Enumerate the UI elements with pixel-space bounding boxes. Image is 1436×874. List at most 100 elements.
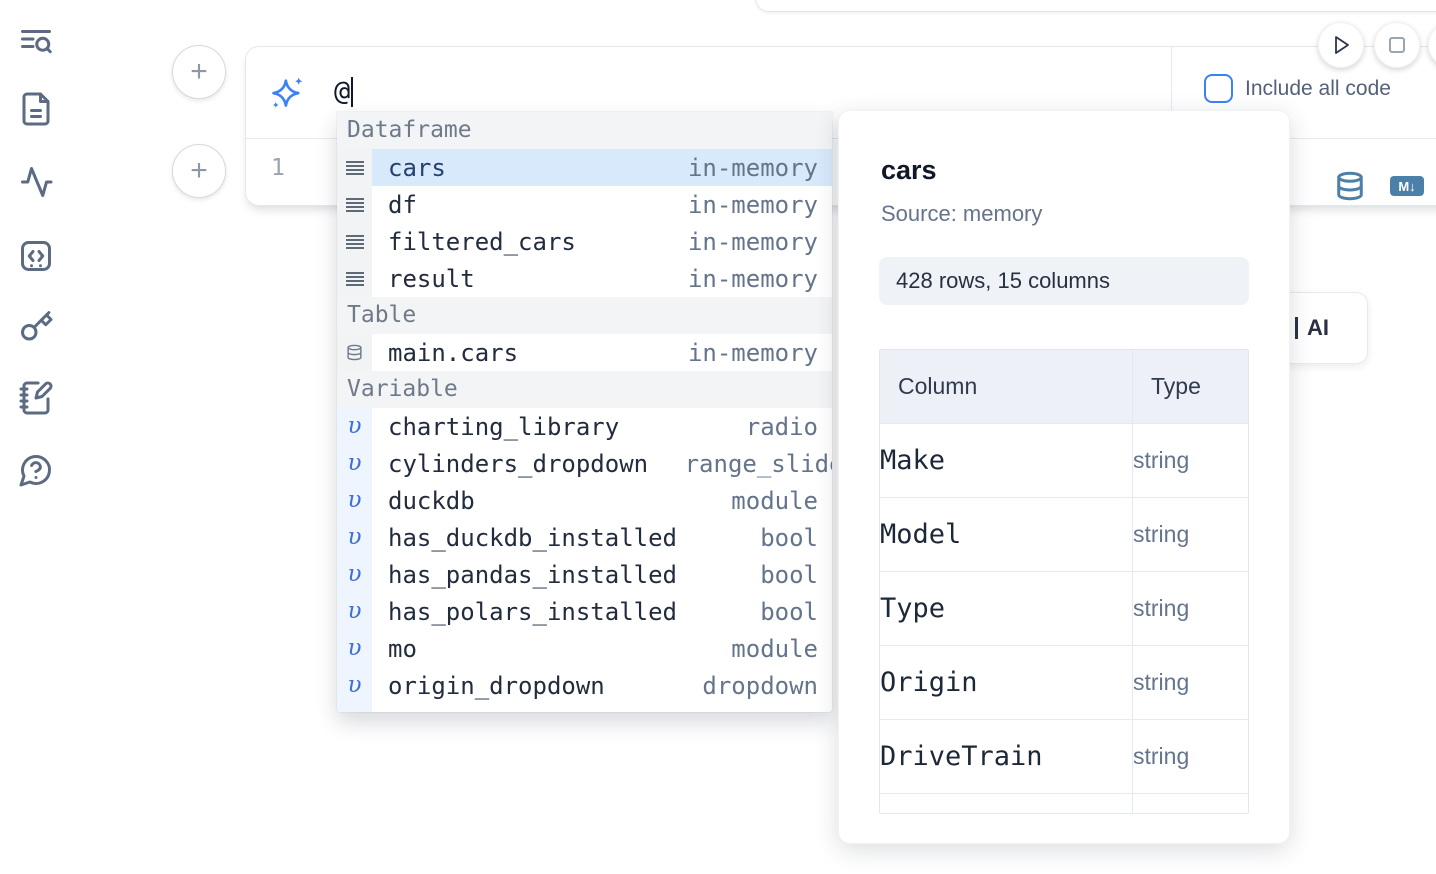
ai-sparkle-icon — [272, 77, 303, 108]
dataframe-preview-panel: cars Source: memory 428 rows, 15 columns… — [838, 110, 1290, 844]
key-icon — [21, 311, 53, 341]
item-name: filtered_cars — [388, 227, 576, 256]
stop-cell-button[interactable] — [1374, 22, 1420, 68]
sidebar-item-scratchpad[interactable] — [16, 378, 56, 418]
item-name: cylinders_dropdown — [388, 449, 649, 478]
item-icon-gutter: υ — [337, 408, 372, 445]
dataframe-icon — [345, 160, 364, 175]
code-editor[interactable]: 1 — [246, 139, 1436, 205]
database-icon — [347, 344, 362, 361]
item-type: module — [731, 486, 818, 515]
dataframe-icon — [345, 197, 364, 212]
item-type: in-memory — [687, 264, 818, 293]
autocomplete-item[interactable]: υpdmodule — [337, 704, 832, 712]
schema-row-partial — [880, 793, 1248, 813]
stop-icon — [1389, 37, 1405, 53]
item-type: radio — [745, 412, 818, 441]
include-all-code-checkbox[interactable] — [1204, 74, 1233, 103]
schema-column-name: Origin — [880, 645, 1133, 720]
convert-to-sql-icon[interactable] — [1335, 170, 1365, 202]
play-icon — [1335, 36, 1349, 54]
variable-icon: υ — [347, 487, 362, 513]
item-type: dropdown — [702, 671, 818, 700]
variable-icon: υ — [347, 635, 362, 661]
include-all-code-toggle[interactable]: Include all code — [1204, 74, 1391, 103]
item-icon-gutter: υ — [337, 445, 372, 482]
autocomplete-item[interactable]: υ origin_dropdown dropdown — [337, 667, 832, 704]
item-name: cars — [388, 153, 446, 182]
variable-icon: υ — [348, 711, 362, 713]
previous-cell-edge — [755, 0, 1436, 12]
convert-to-markdown-icon[interactable]: M↓ — [1390, 176, 1424, 196]
item-icon-gutter: υ — [337, 704, 372, 712]
item-name: has_polars_installed — [388, 597, 677, 626]
item-icon-gutter — [337, 223, 372, 260]
plus-icon: + — [190, 154, 208, 187]
include-all-code-label: Include all code — [1245, 76, 1391, 100]
item-icon-gutter — [337, 186, 372, 223]
schema-column-name: Type — [880, 571, 1133, 646]
item-type: in-memory — [687, 190, 818, 219]
line-number: 1 — [271, 155, 285, 181]
partial-letter — [1295, 317, 1298, 339]
sidebar-item-documentation[interactable] — [16, 89, 56, 129]
item-icon-gutter — [337, 260, 372, 297]
autocomplete-item[interactable]: υ cylinders_dropdown range_slider — [337, 445, 832, 482]
ai-hint-label: AI — [1307, 315, 1329, 340]
item-icon-gutter: υ — [337, 667, 372, 704]
item-name: origin_dropdown — [388, 671, 605, 700]
sidebar-item-help[interactable] — [16, 450, 56, 490]
item-icon-gutter: υ — [337, 482, 372, 519]
activity-icon — [21, 167, 53, 197]
schema-column-type: string — [1132, 423, 1248, 498]
file-text-icon — [22, 92, 50, 126]
ai-prompt-input[interactable]: @ — [334, 76, 354, 107]
dataframe-icon — [345, 234, 364, 249]
item-name: main.cars — [388, 338, 519, 367]
panel-source: Source: memory — [881, 201, 1043, 226]
sidebar-item-snippets[interactable] — [16, 236, 56, 276]
variable-icon: υ — [347, 450, 362, 476]
schema-column-name: Make — [880, 423, 1133, 498]
schema-column-type: string — [1132, 571, 1248, 646]
sidebar-item-secrets[interactable] — [16, 307, 56, 347]
item-name: df — [388, 190, 417, 219]
variable-icon: υ — [347, 413, 362, 439]
sidebar-item-variables[interactable] — [16, 162, 56, 202]
item-type: module — [731, 709, 832, 713]
plus-icon: + — [190, 55, 208, 88]
autocomplete-section-label: Dataframe — [337, 112, 832, 149]
item-icon-gutter — [337, 149, 372, 186]
item-type: in-memory — [687, 153, 818, 182]
add-cell-above-button[interactable]: + — [172, 45, 226, 99]
autocomplete-item[interactable]: df in-memory — [337, 186, 832, 223]
notebook-pen-icon — [19, 381, 53, 415]
autocomplete-item[interactable]: cars in-memory — [337, 149, 832, 186]
item-name: has_pandas_installed — [388, 560, 677, 589]
schema-column-name: Model — [880, 497, 1133, 572]
help-chat-icon — [19, 454, 52, 487]
item-type: bool — [760, 523, 818, 552]
panel-shape-badge: 428 rows, 15 columns — [879, 257, 1249, 305]
list-search-icon — [21, 30, 52, 54]
add-cell-below-button[interactable]: + — [172, 144, 226, 198]
sidebar-item-file-explorer[interactable] — [16, 22, 56, 62]
item-name: mo — [388, 634, 417, 663]
variable-icon: υ — [347, 561, 362, 587]
item-type: range_slider — [684, 449, 832, 478]
run-cell-button[interactable] — [1318, 22, 1364, 68]
